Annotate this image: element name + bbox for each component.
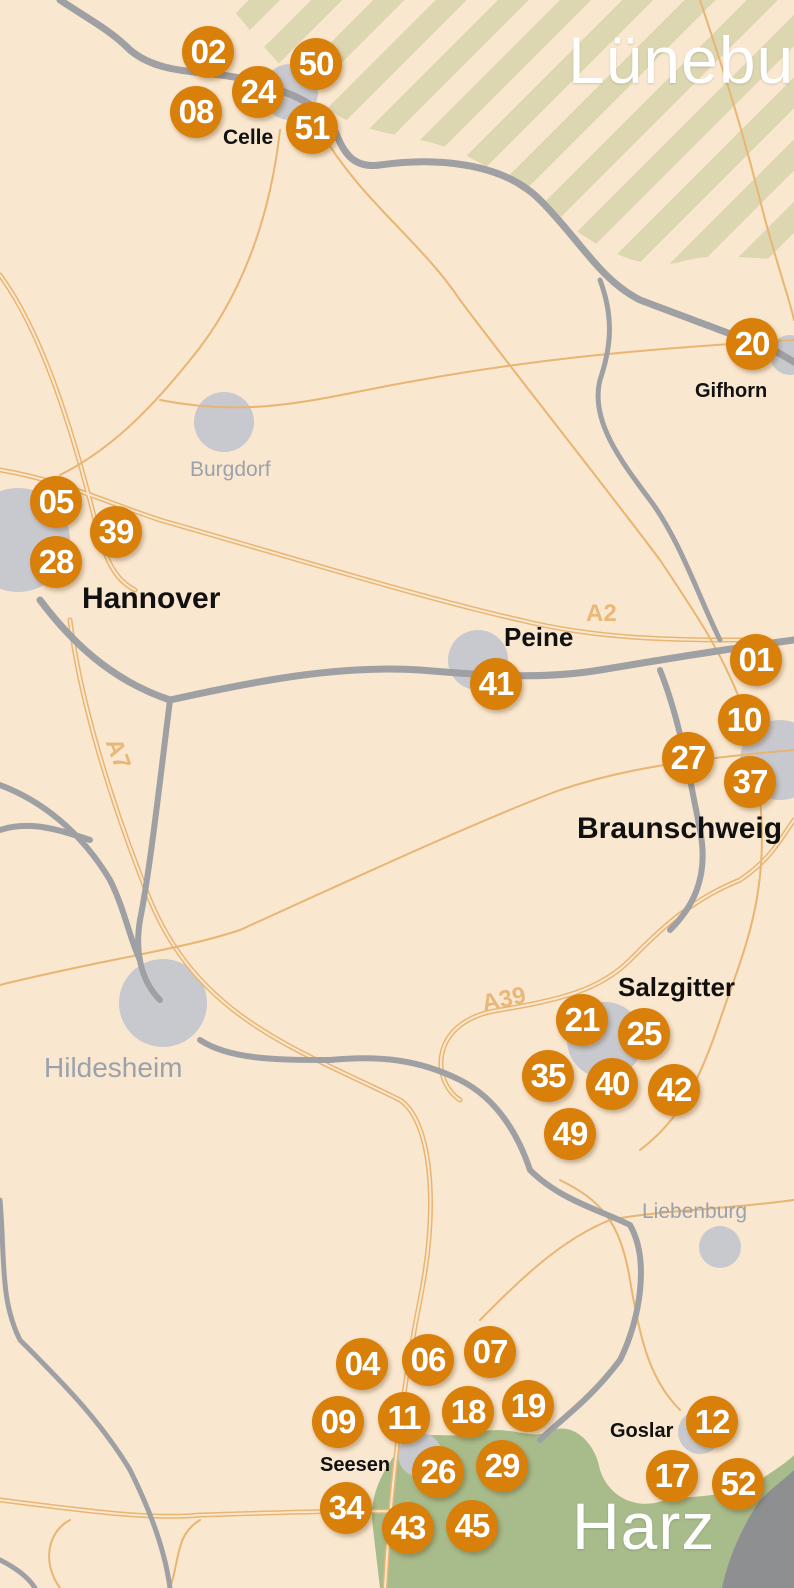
- map-marker[interactable]: 11: [378, 1392, 430, 1444]
- map-marker[interactable]: 07: [464, 1326, 516, 1378]
- harz-dark-area: [722, 1470, 794, 1588]
- map-marker[interactable]: 42: [648, 1064, 700, 1116]
- map-marker[interactable]: 35: [522, 1050, 574, 1102]
- map-marker[interactable]: 17: [646, 1450, 698, 1502]
- map-marker[interactable]: 28: [30, 536, 82, 588]
- map-marker[interactable]: 29: [476, 1440, 528, 1492]
- map-marker[interactable]: 24: [232, 66, 284, 118]
- heath-area: [225, 0, 794, 265]
- map-marker[interactable]: 26: [412, 1446, 464, 1498]
- map-marker[interactable]: 20: [726, 318, 778, 370]
- map-marker[interactable]: 41: [470, 658, 522, 710]
- map-marker[interactable]: 51: [286, 102, 338, 154]
- map-marker[interactable]: 52: [712, 1458, 764, 1510]
- map-marker[interactable]: 05: [30, 476, 82, 528]
- city-label-gifhorn: Gifhorn: [695, 380, 768, 402]
- map-marker[interactable]: 02: [182, 26, 234, 78]
- map-marker[interactable]: 21: [556, 994, 608, 1046]
- map-marker[interactable]: 25: [618, 1008, 670, 1060]
- map-marker[interactable]: 18: [442, 1386, 494, 1438]
- city-label-salzgitter: Salzgitter: [618, 972, 736, 1002]
- region-label-harz: Harz: [572, 1489, 716, 1563]
- city-label-celle: Celle: [223, 126, 274, 149]
- city-label-liebenburg: Liebenburg: [642, 1200, 748, 1223]
- map-marker[interactable]: 50: [290, 38, 342, 90]
- region-label-lueneburg: Lünebu: [568, 23, 794, 97]
- map-marker[interactable]: 45: [446, 1500, 498, 1552]
- map-marker[interactable]: 09: [312, 1396, 364, 1448]
- map-marker[interactable]: 08: [170, 86, 222, 138]
- map-marker[interactable]: 27: [662, 732, 714, 784]
- map-marker[interactable]: 40: [586, 1058, 638, 1110]
- map-marker[interactable]: 04: [336, 1338, 388, 1390]
- city-label-peine: Peine: [504, 622, 574, 652]
- city-label-seesen: Seesen: [320, 1454, 391, 1476]
- city-label-burgdorf: Burgdorf: [190, 458, 271, 481]
- map-marker[interactable]: 37: [724, 756, 776, 808]
- map-marker[interactable]: 10: [718, 694, 770, 746]
- city-label-braunschweig: Braunschweig: [577, 812, 783, 845]
- map-marker[interactable]: 06: [402, 1334, 454, 1386]
- map-marker[interactable]: 43: [382, 1502, 434, 1554]
- map-marker[interactable]: 19: [502, 1380, 554, 1432]
- map-marker[interactable]: 34: [320, 1482, 372, 1534]
- map-marker[interactable]: 01: [730, 634, 782, 686]
- map-marker[interactable]: 12: [686, 1396, 738, 1448]
- road-label-a2: A2: [586, 600, 617, 627]
- city-label-hannover: Hannover: [82, 582, 221, 615]
- city-label-hildesheim: Hildesheim: [44, 1052, 183, 1083]
- map-marker[interactable]: 39: [90, 506, 142, 558]
- city-label-goslar: Goslar: [610, 1420, 674, 1442]
- map-marker[interactable]: 49: [544, 1108, 596, 1160]
